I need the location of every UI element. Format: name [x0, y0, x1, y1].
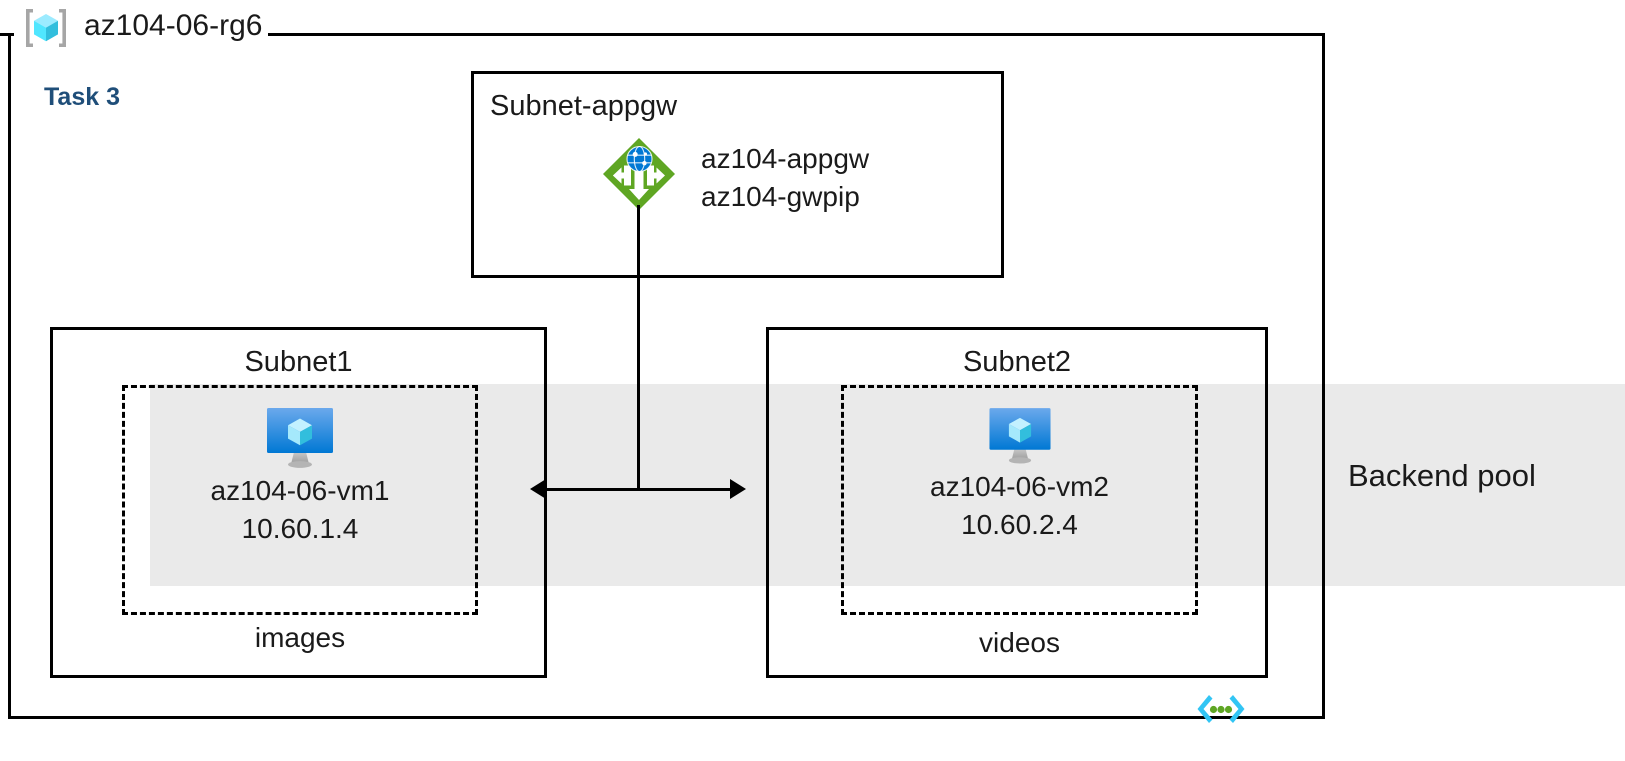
- gwpip-name-label: az104-gwpip: [701, 181, 860, 212]
- subnet2-vm-group-dashed-box: [841, 385, 1198, 615]
- subnet2-title: Subnet2: [962, 346, 1072, 378]
- connector-arrow-left: [530, 479, 546, 499]
- gateway-to-vms-connector-horizontal: [540, 488, 732, 491]
- resource-group-border-bottom: [8, 716, 1325, 719]
- vm2-name: az104-06-vm2: [930, 471, 1109, 502]
- resource-group-border-top: [268, 33, 1325, 36]
- appgw-name-label: az104-appgw: [701, 143, 870, 174]
- connector-arrow-right: [730, 479, 746, 499]
- vm2-icon-wrap: [841, 400, 1198, 468]
- subnet-appgw-title: Subnet-appgw: [490, 90, 678, 122]
- code-brackets-icon: [1196, 692, 1246, 726]
- subnet2-box: Subnet2: [766, 327, 1268, 678]
- subnet1-title: Subnet1: [244, 346, 353, 378]
- resource-group-icon: [22, 6, 70, 50]
- resource-group-border-left: [8, 33, 11, 719]
- vm1-icon-wrap: [122, 400, 478, 472]
- subnet-appgw-box: Subnet-appgw: [471, 71, 1004, 278]
- subnet2-storage-caption: videos: [979, 627, 1060, 658]
- backend-pool-band: [150, 384, 1625, 586]
- subnet1-vm-group-dashed-box: [122, 385, 478, 615]
- resource-group-border-right: [1322, 33, 1325, 719]
- vm1-name: az104-06-vm1: [210, 475, 390, 506]
- vm1-block: az104-06-vm1 10.60.1.4: [122, 400, 478, 548]
- appgw-resource-labels: az104-appgw az104-gwpip: [701, 140, 869, 216]
- virtual-machine-icon: [267, 408, 333, 468]
- vm2-ip: 10.60.2.4: [961, 509, 1078, 540]
- gateway-to-vms-connector-vertical: [637, 205, 640, 490]
- resource-group-border-stub: [0, 33, 14, 36]
- vm1-ip: 10.60.1.4: [241, 513, 359, 544]
- application-gateway-icon: [601, 136, 677, 212]
- subnet1-box: Subnet1: [50, 327, 547, 678]
- task-label: Task 3: [44, 83, 120, 111]
- backend-pool-label: Backend pool: [1348, 458, 1536, 493]
- subnet1-storage-caption: images: [254, 622, 346, 653]
- virtual-machine-icon: [988, 408, 1051, 464]
- resource-group-title: az104-06-rg6: [84, 9, 263, 42]
- vm2-block: az104-06-vm2 10.60.2.4: [841, 400, 1198, 544]
